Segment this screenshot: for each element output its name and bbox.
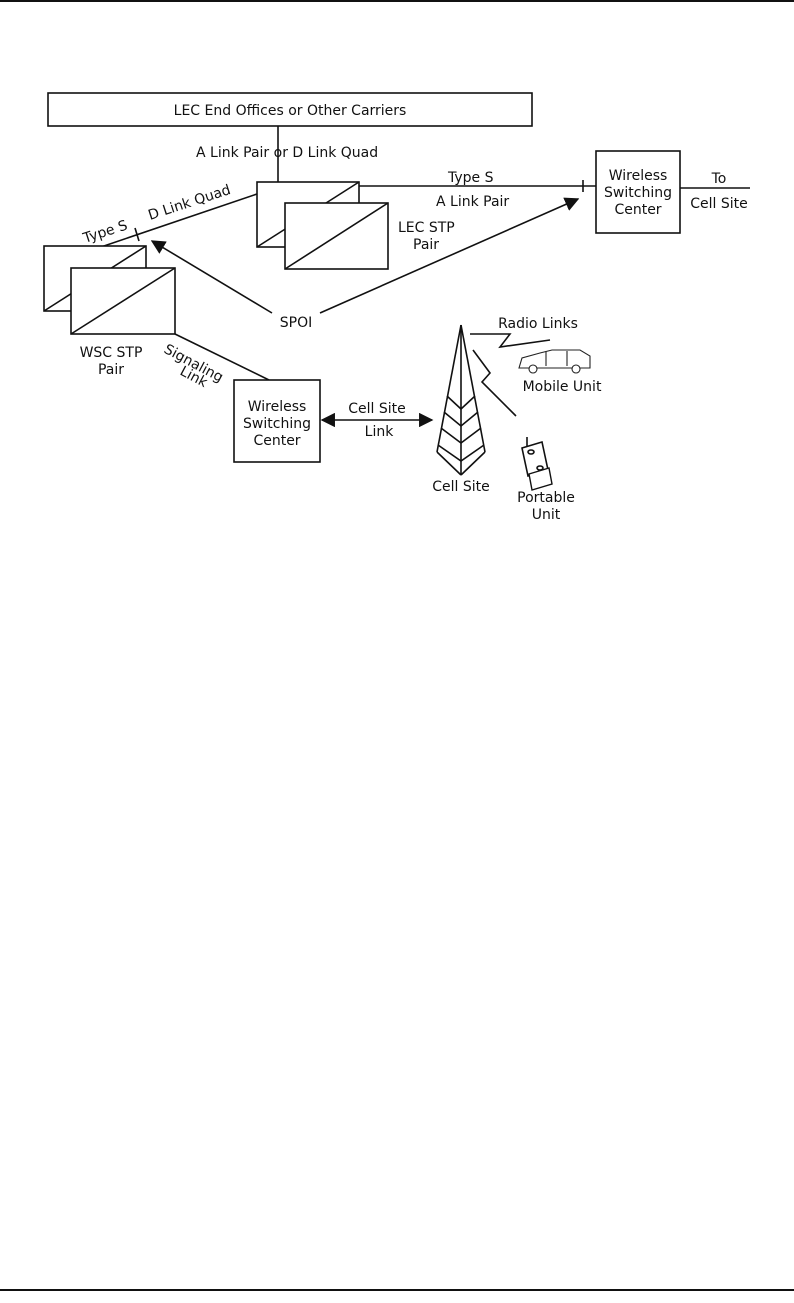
spoi-arrow-right bbox=[319, 197, 580, 314]
radio-links-label: Radio Links bbox=[498, 316, 578, 332]
wsc-top-box bbox=[595, 150, 681, 234]
radio-link-to-mobile bbox=[470, 333, 551, 349]
cell-site-right-label: Cell Site bbox=[690, 196, 748, 212]
wsc-top-label-3: Center bbox=[614, 202, 661, 218]
spoi-label: SPOI bbox=[280, 315, 312, 331]
lec-stp-pair-label-1: LEC STP bbox=[398, 220, 455, 236]
type-s-d-link-quad-line bbox=[97, 193, 258, 249]
portable-unit-label-2: Unit bbox=[532, 507, 561, 523]
wsc-stp-pair bbox=[43, 245, 176, 335]
cell-tower-icon bbox=[436, 324, 486, 476]
a-link-pair-label: A Link Pair bbox=[436, 194, 509, 210]
wsc-stp-pair-label-1: WSC STP bbox=[80, 345, 143, 361]
spoi-arrow-left bbox=[150, 240, 273, 314]
signaling-link-line bbox=[174, 333, 270, 381]
lec-end-offices-label: LEC End Offices or Other Carriers bbox=[174, 103, 407, 119]
wsc-bottom-label-2: Switching bbox=[243, 416, 311, 432]
lec-stp-pair-label-2: Pair bbox=[413, 237, 439, 253]
lec-end-offices-box bbox=[47, 92, 533, 127]
wsc-bottom-label-1: Wireless bbox=[248, 399, 307, 415]
radio-link-to-portable bbox=[472, 349, 517, 417]
portable-phone-icon bbox=[521, 437, 553, 491]
to-label: To bbox=[711, 171, 727, 187]
car-icon bbox=[518, 349, 591, 374]
cell-site-link-label-1: Cell Site bbox=[348, 401, 406, 417]
lec-stp-pair bbox=[256, 181, 389, 270]
wsc-bottom-box bbox=[233, 379, 321, 463]
type-s-left-label: Type S bbox=[80, 217, 129, 247]
mobile-unit-label: Mobile Unit bbox=[523, 379, 602, 395]
wsc-stp-pair-label-2: Pair bbox=[98, 362, 124, 378]
type-s-top-label: Type S bbox=[447, 170, 494, 186]
cell-site-label: Cell Site bbox=[432, 479, 490, 495]
wsc-bottom-label-3: Center bbox=[253, 433, 300, 449]
portable-unit-label-1: Portable bbox=[517, 490, 575, 506]
a-link-pair-or-d-link-quad-label: A Link Pair or D Link Quad bbox=[196, 145, 378, 161]
spoi-tick-left bbox=[134, 227, 140, 242]
cell-site-link-label-2: Link bbox=[365, 424, 395, 440]
wsc-top-label-1: Wireless bbox=[609, 168, 668, 184]
wsc-top-label-2: Switching bbox=[604, 185, 672, 201]
